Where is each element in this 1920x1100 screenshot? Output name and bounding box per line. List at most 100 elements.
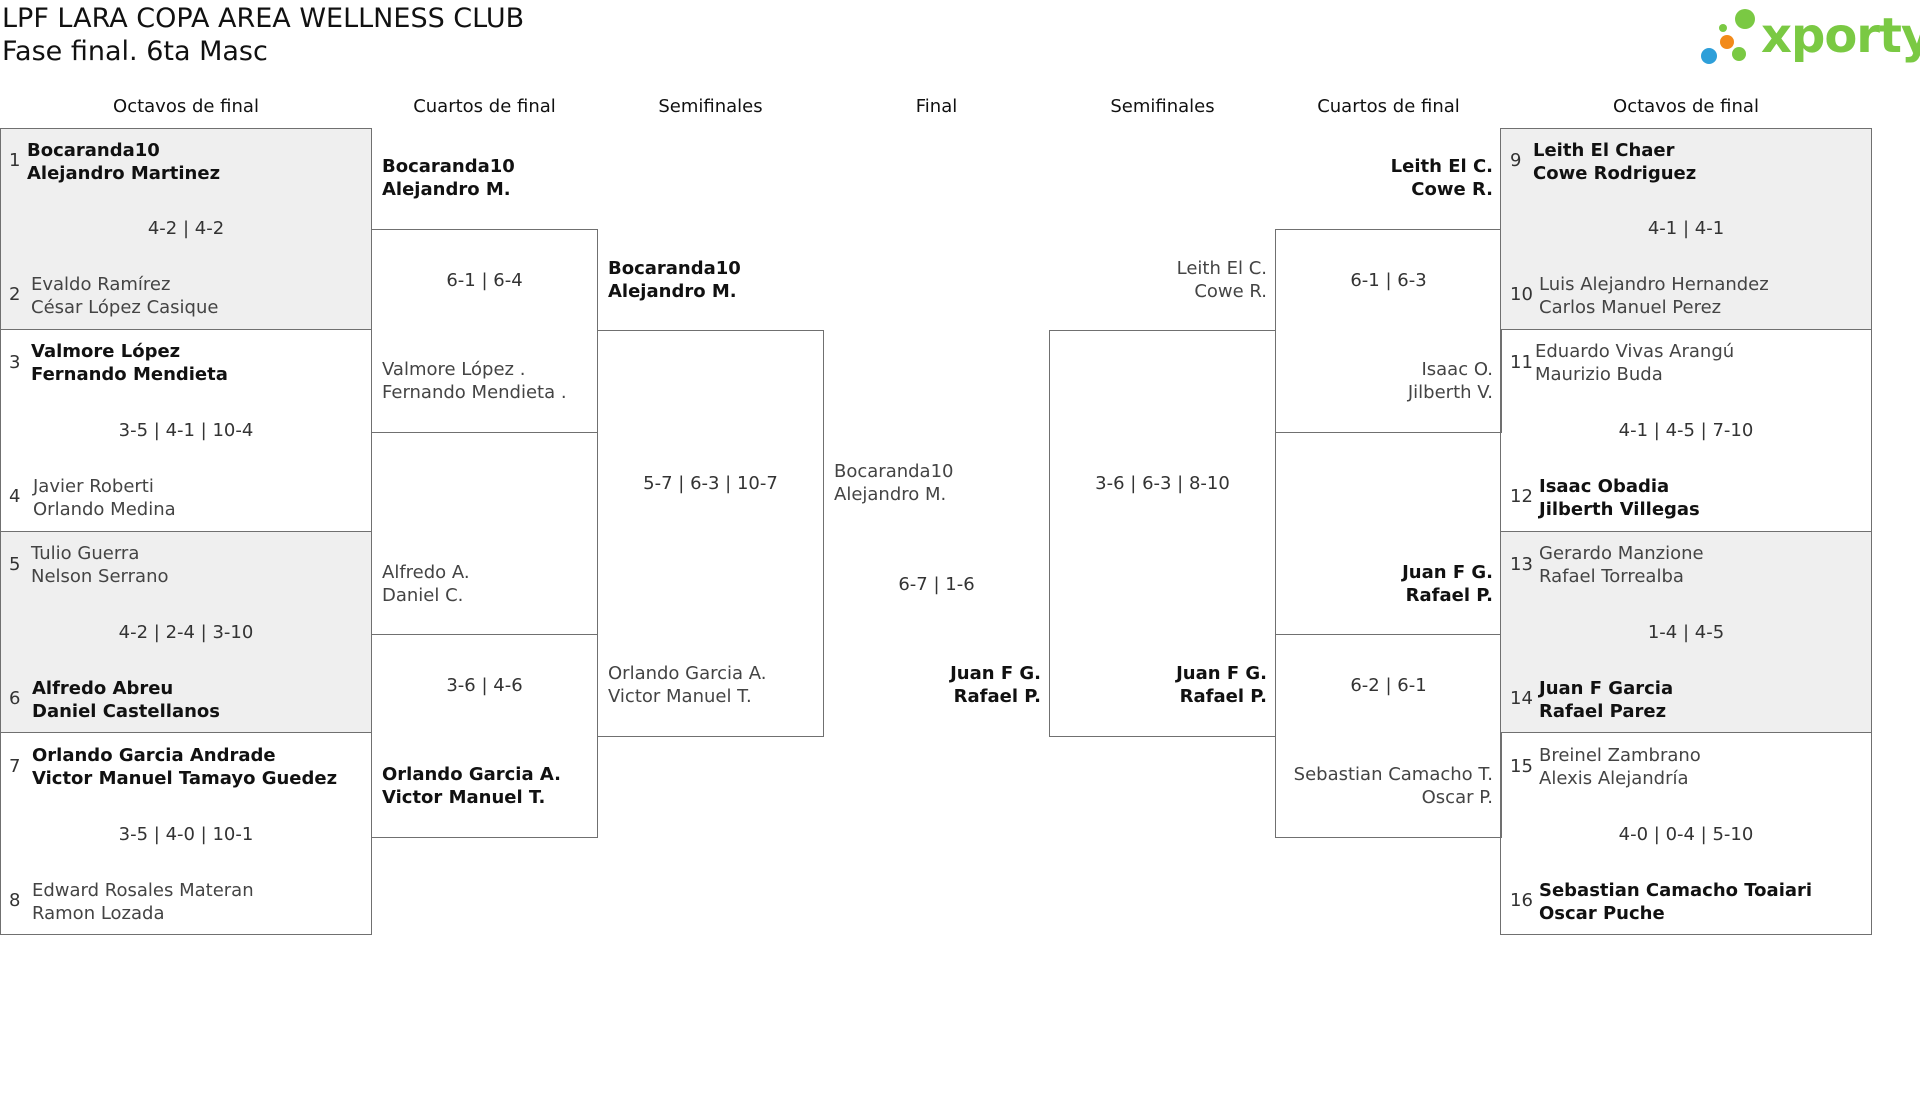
seed-number: 4: [9, 486, 21, 507]
player-name: Bocaranda10: [27, 140, 160, 161]
player-name: Ramon Lozada: [32, 903, 165, 924]
match-score: 4-0 | 0-4 | 5-10: [1618, 824, 1754, 845]
player-name: Eduardo Vivas Arangú: [1535, 341, 1735, 362]
player-name: Alexis Alejandría: [1539, 768, 1689, 789]
player-name: Valmore López .: [382, 359, 526, 380]
col-head-qf-left: Cuartos de final: [413, 96, 556, 117]
player-name: Alfredo A.: [382, 562, 470, 583]
qf-right-match-1[interactable]: [1275, 229, 1502, 433]
seed-number: 1: [9, 150, 21, 171]
player-name: Tulio Guerra: [31, 543, 140, 564]
seed-number: 9: [1510, 150, 1522, 171]
player-name: Jilberth Villegas: [1539, 499, 1700, 520]
player-name: Bocaranda10: [608, 258, 741, 279]
player-name: Cowe Rodriguez: [1533, 163, 1697, 184]
player-name: Daniel C.: [382, 585, 464, 606]
player-name: Jilberth V.: [1407, 382, 1493, 403]
col-head-final: Final: [915, 96, 958, 117]
seed-number: 5: [9, 554, 21, 575]
team-entry: Orlando Garcia A.Victor Manuel T.: [382, 763, 561, 809]
seed-number: 11: [1510, 352, 1533, 373]
r16-right-match-1[interactable]: [1500, 128, 1872, 330]
player-name: Juan F G.: [950, 663, 1041, 684]
r16-left-match-1[interactable]: [0, 128, 372, 330]
team-entry: Leith El C.Cowe R.: [1275, 155, 1493, 201]
sf-left-match[interactable]: [597, 330, 824, 737]
player-name: Leith El C.: [1176, 258, 1267, 279]
player-name: Breinel Zambrano: [1539, 745, 1701, 766]
col-head-sf-right: Semifinales: [1110, 96, 1215, 117]
seed-number: 10: [1510, 284, 1533, 305]
player-name: Juan F G.: [1402, 562, 1493, 583]
xporty-logo: xporty: [1697, 4, 1920, 70]
player-name: Orlando Medina: [33, 499, 176, 520]
player-name: Leith El Chaer: [1533, 140, 1675, 161]
player-name: Juan F Garcia: [1539, 678, 1674, 699]
player-name: Rafael P.: [1405, 585, 1493, 606]
player-name: Sebastian Camacho Toaiari: [1539, 880, 1813, 901]
player-name: Alfredo Abreu: [32, 678, 174, 699]
match-score: 4-2 | 2-4 | 3-10: [118, 622, 254, 643]
player-name: Bocaranda10: [382, 156, 515, 177]
player-name: Isaac Obadia: [1539, 476, 1670, 497]
player-name: Evaldo Ramírez: [31, 274, 171, 295]
player-name: Isaac O.: [1421, 359, 1493, 380]
r16-left-match-3[interactable]: [0, 531, 372, 733]
player-name: Carlos Manuel Perez: [1539, 297, 1722, 318]
player-name: Rafael P.: [953, 686, 1041, 707]
match-score: 5-7 | 6-3 | 10-7: [643, 473, 778, 494]
player-name: Orlando Garcia Andrade: [32, 745, 276, 766]
match-score: 3-6 | 6-3 | 8-10: [1095, 473, 1230, 494]
tournament-title: LPF LARA COPA AREA WELLNESS CLUB: [2, 3, 525, 34]
player-name: Oscar P.: [1421, 787, 1493, 808]
player-name: Leith El C.: [1390, 156, 1493, 177]
player-name: Sebastian Camacho T.: [1293, 764, 1493, 785]
qf-right-match-2[interactable]: [1275, 634, 1502, 838]
team-entry: Isaac O.Jilberth V.: [1275, 358, 1493, 404]
player-name: Rafael P.: [1179, 686, 1267, 707]
player-name: Javier Roberti: [33, 476, 154, 497]
sf-right-match[interactable]: [1049, 330, 1276, 737]
player-name: Alejandro M.: [834, 484, 947, 505]
seed-number: 7: [9, 756, 21, 777]
seed-number: 2: [9, 284, 21, 305]
team-entry: Sebastian Camacho T.Oscar P.: [1275, 763, 1493, 809]
match-score: 6-1 | 6-3: [1350, 270, 1427, 291]
match-score: 1-4 | 4-5: [1647, 622, 1725, 643]
seed-number: 16: [1510, 890, 1533, 911]
player-name: Nelson Serrano: [31, 566, 169, 587]
team-entry: Alfredo A.Daniel C.: [382, 561, 470, 607]
finalist-right: Juan F G.Rafael P.: [823, 662, 1041, 708]
tournament-subtitle: Fase final. 6ta Masc: [2, 36, 268, 67]
col-head-r16-left: Octavos de final: [113, 96, 259, 117]
player-name: Victor Manuel Tamayo Guedez: [32, 768, 338, 789]
player-name: Victor Manuel T.: [382, 787, 546, 808]
seed-number: 14: [1510, 688, 1533, 709]
seed-number: 15: [1510, 756, 1533, 777]
team-entry: Juan F G.Rafael P.: [1275, 561, 1493, 607]
seed-number: 12: [1510, 486, 1533, 507]
player-name: Daniel Castellanos: [32, 701, 220, 722]
seed-number: 6: [9, 688, 21, 709]
player-name: Victor Manuel T.: [608, 686, 752, 707]
player-name: Luis Alejandro Hernandez: [1539, 274, 1769, 295]
col-head-r16-right: Octavos de final: [1613, 96, 1759, 117]
player-name: Bocaranda10: [834, 461, 954, 482]
player-name: Rafael Torrealba: [1539, 566, 1684, 587]
player-name: Gerardo Manzione: [1539, 543, 1704, 564]
player-name: Alejandro Martinez: [27, 163, 221, 184]
player-name: César López Casique: [31, 297, 219, 318]
r16-right-match-4[interactable]: [1500, 732, 1872, 935]
match-score: 6-1 | 6-4: [446, 270, 523, 291]
team-entry: Orlando Garcia A.Victor Manuel T.: [608, 662, 767, 708]
